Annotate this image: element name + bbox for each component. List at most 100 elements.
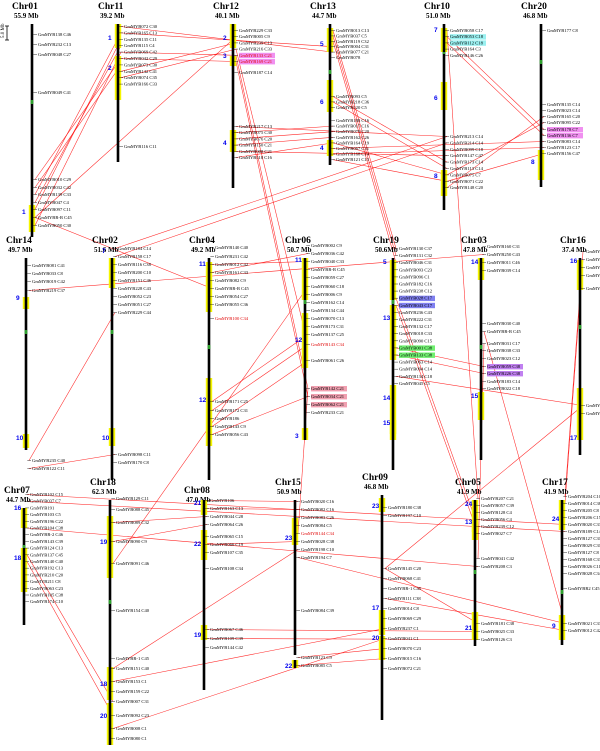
gene-label: GmMYB214 C12 — [586, 265, 600, 270]
gene-label: GmMYB015 C16 — [388, 656, 422, 661]
gene-label: GmMYB032 C42 — [38, 185, 72, 190]
gene-label: GmMYB001 C38 — [399, 345, 433, 350]
synteny-link — [297, 658, 386, 666]
gene-label: GmMYB122 C11 — [32, 466, 66, 471]
synteny-link — [34, 36, 237, 218]
gene-label: GmMYB072 C21 — [388, 666, 422, 671]
chromosome-bar — [293, 500, 297, 655]
block-number: 12 — [295, 337, 303, 344]
gene-label: GmMYB012 C42 — [215, 262, 249, 267]
gene-label: GmMYB239 C13 — [239, 40, 273, 45]
chromosome-size: 46.8 Mb — [364, 483, 389, 491]
chromosome-bar-segment — [207, 378, 211, 446]
block-number: 17 — [372, 605, 380, 612]
gene-label: GmMYB025 C33 — [481, 629, 515, 634]
block-number: 10 — [102, 435, 110, 442]
gene-label: GmMYB133 C38 — [399, 353, 433, 358]
gene-label: GmMYB065 C15 — [210, 534, 244, 539]
synteny-link — [446, 153, 545, 182]
gene-label: GmMYB083 C14 — [547, 139, 581, 144]
gene-label: GmMYB163 C7 — [586, 249, 600, 254]
synteny-link — [211, 253, 309, 273]
gene-label: GmMYB019 C42 — [32, 279, 66, 284]
chromosome-bar — [479, 258, 483, 460]
gene-label: GmMYB217 C13 — [239, 124, 273, 129]
synteny-link — [211, 334, 309, 402]
gene-label: GmMYB238 C12 — [399, 289, 433, 294]
centromere-mark — [110, 330, 114, 334]
gene-label: GmMYB115 C4 — [124, 43, 155, 48]
gene-label: GmMYB153 C1 — [116, 679, 147, 684]
gene-label: GmMYB113 C14 — [450, 166, 484, 171]
gene-label: GmMYB232 C13 — [38, 42, 72, 47]
gene-label: GmMYBR-R C45 — [38, 215, 73, 220]
chromosome-name: Chr20 — [521, 2, 547, 12]
gene-label: GmMYB021 C33 — [568, 621, 600, 626]
gene-label: GmMYBR-R C45 — [487, 329, 522, 334]
chromosome-size: 55.9 Mb — [14, 12, 39, 20]
synteny-link — [112, 638, 386, 729]
gene-label: GmMYB037 C7 — [30, 499, 61, 504]
chromosome-size: 50.6Mb — [375, 246, 398, 254]
synteny-link — [206, 541, 299, 545]
gene-label: GmMYB172 C31 — [215, 408, 249, 413]
gene-label: GmMYB055 C36 — [215, 302, 249, 307]
block-number: 4 — [320, 145, 324, 152]
chromosome-bar-segment — [479, 392, 483, 420]
gene-label: GmMYB088 C45 — [116, 507, 150, 512]
chromosome-bar-segment — [22, 508, 26, 528]
block-number: 8 — [531, 159, 535, 166]
gene-label: GmMYB197 C10 — [388, 513, 422, 518]
centromere-mark — [473, 570, 477, 574]
gene-label: GmMYB090 C15 — [399, 338, 433, 343]
gene-label: GmMYB222 C31 — [399, 317, 433, 322]
gene-label: GmMYB008 C21 — [239, 149, 273, 154]
chromosome-size: 44.7 Mb — [312, 12, 337, 20]
gene-label: GmMYB239 C12 — [481, 524, 515, 529]
gene-label: GmMYB013 C13 — [336, 28, 370, 33]
chromosome-size: 50.9 Mb — [277, 488, 302, 496]
gene-label: GmMYB005 C9 — [239, 34, 270, 39]
chromosome-bar-segment — [293, 660, 297, 668]
gene-label: GmMYB156 C47 — [547, 151, 581, 156]
chromosome-size: 50.7 Mb — [287, 246, 312, 254]
synteny-link — [483, 331, 566, 624]
gene-label: GmMYB045 C5 — [399, 381, 430, 386]
gene-label: GmMYB231 C42 — [215, 254, 249, 259]
gene-label: GmMYB012 C42 — [568, 628, 600, 633]
gene-label: GmMYB068 C41 — [388, 576, 422, 581]
chromosome-size: 37.4 Mb — [562, 246, 587, 254]
gene-label: GmMYB170 C8 — [118, 460, 149, 465]
chromosome-bar-segment — [116, 24, 120, 48]
chromosome-name: Chr13 — [310, 2, 336, 12]
gene-label: GmMYB165 C20 — [547, 114, 581, 119]
gene-label: GmMYB229 C33 — [239, 28, 273, 33]
gene-label: GmMYB154 C40 — [116, 608, 150, 613]
gene-label: GmMYB072 C30 — [124, 24, 158, 29]
gene-label: GmMYB059 C27 — [311, 275, 345, 280]
gene-label: GmMYB007 C31 — [116, 699, 150, 704]
gene-label: GmMYB089 C32 — [116, 520, 150, 525]
synteny-link — [235, 49, 309, 345]
gene-highlight — [399, 352, 435, 358]
block-number: 16 — [14, 505, 22, 512]
gene-label: GmMYB150 C21 — [239, 143, 273, 148]
gene-label: GmMYB049 C41 — [38, 90, 72, 95]
centromere-mark — [207, 345, 211, 349]
gene-label: GmMYB178 C7 — [547, 127, 578, 132]
gene-label: GmMYB194 C7 — [301, 555, 332, 560]
chromosome-name: Chr08 — [184, 486, 210, 496]
gene-label: GmMYB162 C14 — [311, 300, 345, 305]
gene-label: GmMYB107 C35 — [210, 550, 244, 555]
gene-label: GmMYB143 C9 — [215, 424, 246, 429]
gene-label: GmMYB161 C33 — [215, 270, 249, 275]
gene-label: GmMYB235 C40 — [32, 458, 66, 463]
chromosome-bar-segment — [22, 548, 26, 592]
gene-label: GmMYB036 C42 — [311, 251, 345, 256]
chromosome-bar-segment — [473, 612, 477, 640]
gene-label: GmMYB128 C4 — [481, 510, 512, 515]
